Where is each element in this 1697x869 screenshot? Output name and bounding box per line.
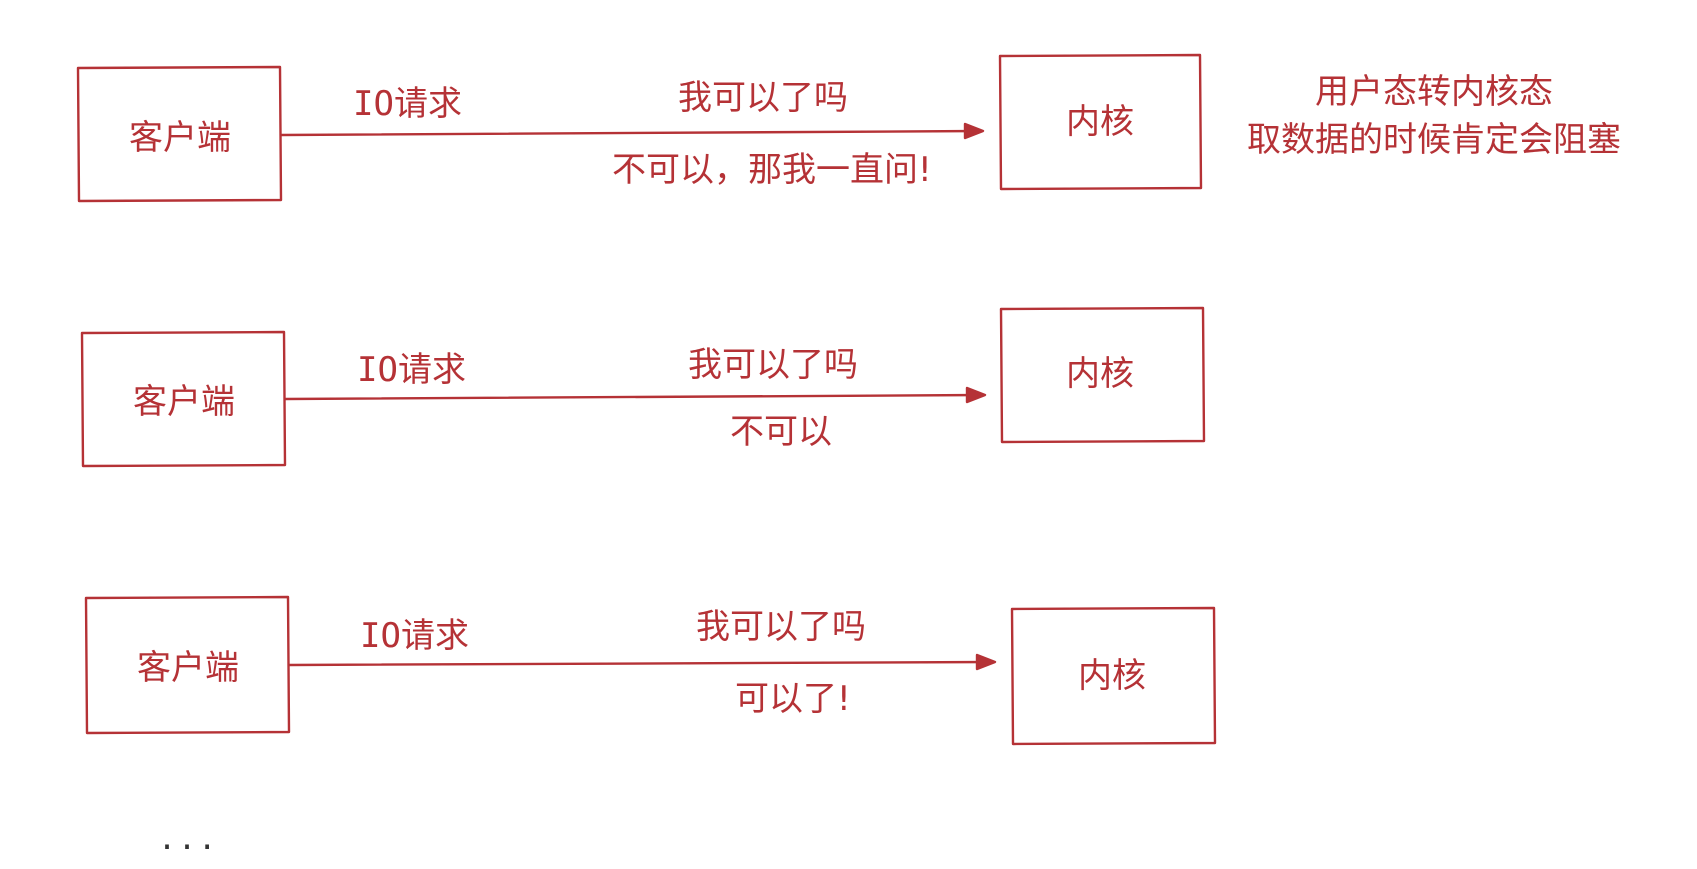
- question-label-2: 我可以了吗: [688, 345, 858, 385]
- question-label-1: 我可以了吗: [678, 78, 848, 118]
- ellipsis: ...: [158, 822, 219, 857]
- arrow-line-2: [283, 393, 984, 401]
- io-request-label-1: IO请求: [353, 84, 462, 124]
- question-label-3: 我可以了吗: [696, 607, 866, 647]
- io-request-label-3: IO请求: [360, 616, 469, 656]
- io-request-label-2: IO请求: [357, 350, 466, 390]
- arrow-head-3: [975, 653, 997, 671]
- kernel-box-2: [999, 306, 1206, 444]
- answer-label-1: 不可以，那我一直问!: [612, 150, 932, 190]
- kernel-box-1: [998, 53, 1203, 191]
- arrow-line-1: [279, 129, 982, 137]
- answer-label-3: 可以了!: [735, 679, 851, 719]
- note-line-1: 用户态转内核态: [1315, 72, 1553, 112]
- arrow-line-3: [287, 660, 994, 667]
- client-label-1: 客户端: [129, 118, 231, 158]
- arrow-head-1: [963, 122, 985, 140]
- client-box-1: [76, 65, 283, 203]
- kernel-label-1: 内核: [1066, 102, 1134, 142]
- kernel-box-3: [1010, 606, 1217, 746]
- arrow-head-2: [965, 386, 987, 404]
- client-label-2: 客户端: [133, 382, 235, 422]
- kernel-label-2: 内核: [1066, 354, 1134, 394]
- kernel-label-3: 内核: [1078, 656, 1146, 696]
- client-box-3: [84, 595, 291, 735]
- note-line-2: 取数据的时候肯定会阻塞: [1247, 120, 1621, 160]
- answer-label-2: 不可以: [730, 412, 832, 452]
- client-label-3: 客户端: [137, 648, 239, 688]
- client-box-2: [80, 330, 287, 468]
